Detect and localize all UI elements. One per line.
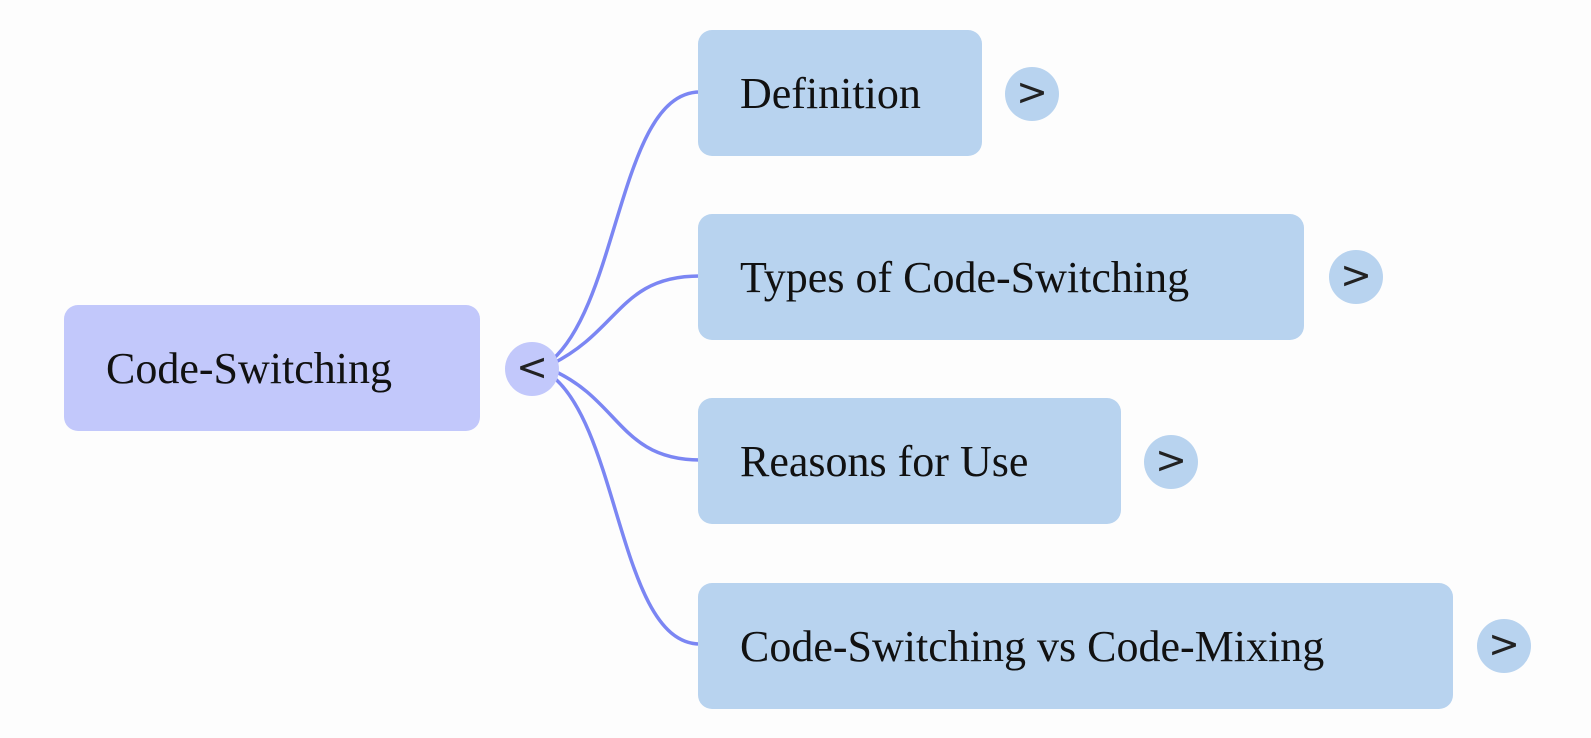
child-node-label: Definition [740,68,921,118]
connector-types [551,274,701,366]
connector-definition [550,90,701,362]
connector-vs [550,374,701,646]
connector-reasons [551,368,701,462]
chevron-left-icon[interactable]: < [505,342,559,396]
child-node-definition[interactable]: Definition [698,30,982,156]
child-node-label: Reasons for Use [740,436,1029,486]
root-node[interactable]: Code-Switching [64,305,480,431]
child-node-vs[interactable]: Code-Switching vs Code-Mixing [698,583,1453,709]
child-node-label: Code-Switching vs Code-Mixing [740,621,1325,671]
child-node-label: Types of Code-Switching [740,252,1190,302]
chevron-right-icon[interactable]: > [1329,250,1383,304]
child-node-types[interactable]: Types of Code-Switching [698,214,1304,340]
chevron-right-icon[interactable]: > [1477,619,1531,673]
root-node-label: Code-Switching [106,343,392,393]
child-node-reasons[interactable]: Reasons for Use [698,398,1121,524]
chevron-right-icon[interactable]: > [1005,67,1059,121]
chevron-right-icon[interactable]: > [1144,435,1198,489]
